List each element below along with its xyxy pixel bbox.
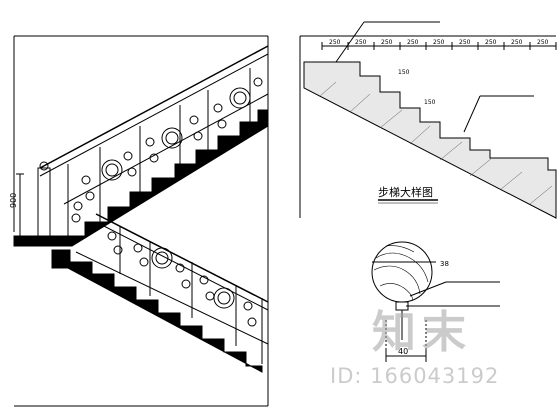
- wood-grain: [373, 245, 429, 301]
- dimension-38-label: 38: [440, 260, 449, 268]
- dim-label: 250: [511, 39, 523, 46]
- handrail-section-circle: [371, 241, 433, 303]
- dim-label: 250: [407, 39, 419, 46]
- newel-post: [37, 167, 51, 239]
- lower-balusters: [119, 226, 263, 364]
- watermark-logo: 知末: [372, 307, 472, 358]
- upper-ornament-rings: [71, 77, 263, 223]
- callout-top-leader: [335, 21, 365, 63]
- riser-label: 150: [424, 99, 436, 106]
- dim-label: 250: [329, 39, 341, 46]
- dim-label: 250: [355, 39, 367, 46]
- dim-label: 250: [485, 39, 497, 46]
- left-stair-elevation: [13, 35, 269, 407]
- handrail-section-drawing: [371, 241, 500, 362]
- dim-label: 250: [537, 39, 549, 46]
- step-profile-outline: [303, 61, 557, 219]
- lower-handrail: [95, 213, 269, 303]
- dimension-900-label: 900: [9, 193, 18, 208]
- lower-flight-steps: [51, 249, 263, 373]
- dim-label: 250: [381, 39, 393, 46]
- callout-mid-leader: [463, 95, 481, 133]
- lower-handrail-lower: [95, 221, 269, 311]
- riser-label: 150: [398, 69, 410, 76]
- detail-dimension-labels: 250 250 250 250 250 250 250 250 250 150 …: [329, 39, 549, 106]
- upper-baluster-rail: [63, 93, 269, 205]
- lower-baluster-rail: [75, 251, 269, 345]
- watermark-id: ID: 166043192: [330, 364, 500, 388]
- concrete-hatch: [319, 81, 553, 205]
- dim-label: 250: [433, 39, 445, 46]
- dimension-40-label: 40: [398, 347, 408, 356]
- step-detail-title: 步梯大样图: [378, 185, 433, 199]
- lower-ornament-rings: [107, 231, 257, 327]
- step-detail-drawing: [299, 21, 557, 219]
- upper-flight-steps: [59, 109, 269, 247]
- newel-cap: [39, 161, 49, 171]
- upper-handrail-lower: [39, 53, 269, 177]
- dim-label: 250: [459, 39, 471, 46]
- upper-handrail: [39, 45, 269, 169]
- callout-1-leader: [409, 281, 447, 297]
